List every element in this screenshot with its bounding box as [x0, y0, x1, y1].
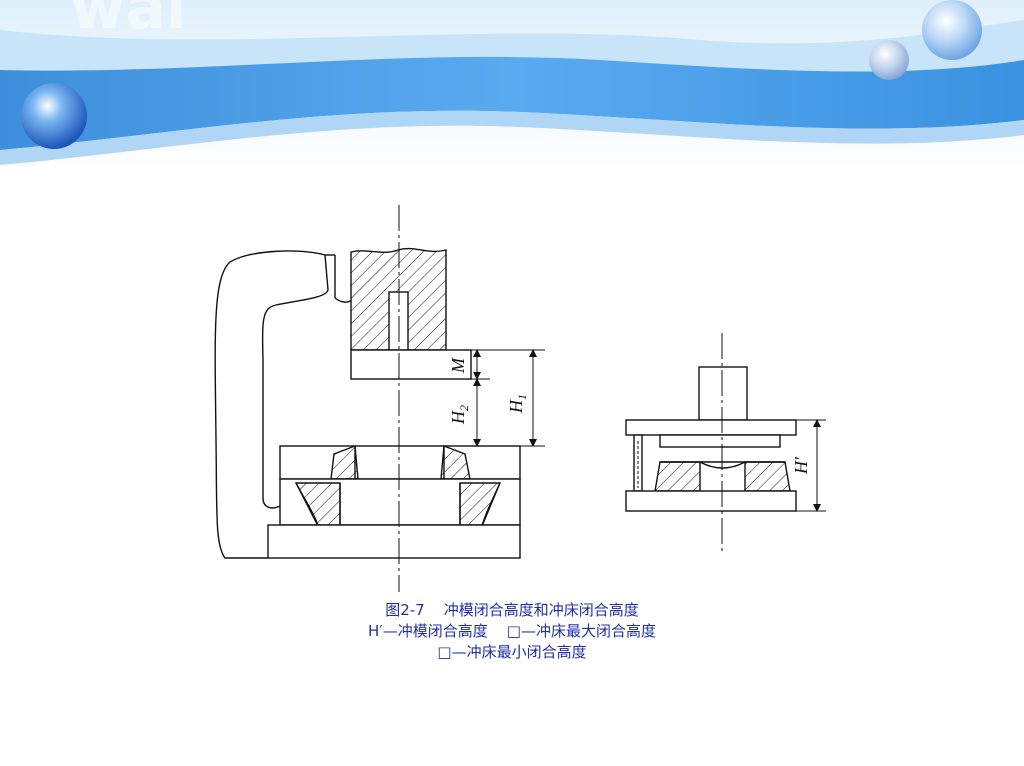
dimension-label-M: M [448, 357, 468, 374]
banner-watermark: wai [70, 0, 186, 43]
left-press-drawing [214, 205, 521, 592]
dimension-label-H1: H1 [506, 394, 529, 414]
right-die-drawing [625, 333, 797, 552]
caption-title: 图2-7 冲模闭合高度和冲床闭合高度 [385, 601, 639, 619]
header-banner: wai [0, 0, 1024, 170]
left-dimensions [468, 349, 545, 447]
right-dimensions [796, 419, 826, 512]
caption-legend-line-1: H′—冲模闭合高度 □—冲床最大闭合高度 [368, 622, 656, 640]
caption-legend-line-2: □—冲床最小闭合高度 [437, 643, 587, 661]
dimension-label-H-prime: H′ [791, 456, 811, 475]
dimension-label-H2: H2 [448, 405, 471, 425]
